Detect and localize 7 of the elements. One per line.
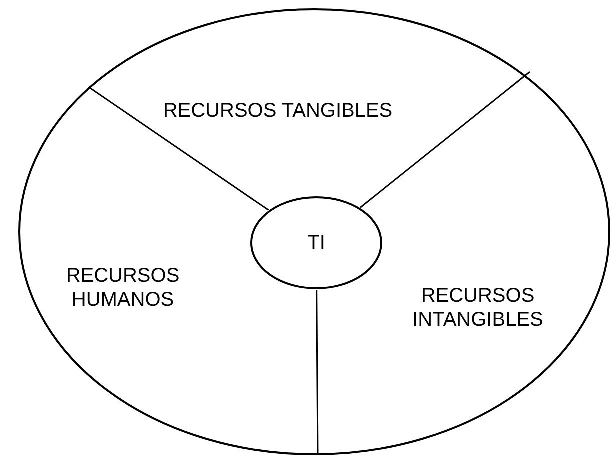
sector-label: RECURSOS TANGIBLES [162,99,394,123]
sector-label: RECURSOS HUMANOS [65,264,181,312]
divider-line [90,87,270,211]
center-label: TI [306,231,326,255]
divider-line [360,71,530,208]
divider-line [316,290,319,455]
sector-label: RECURSOS INTANGIBLES [412,284,544,332]
